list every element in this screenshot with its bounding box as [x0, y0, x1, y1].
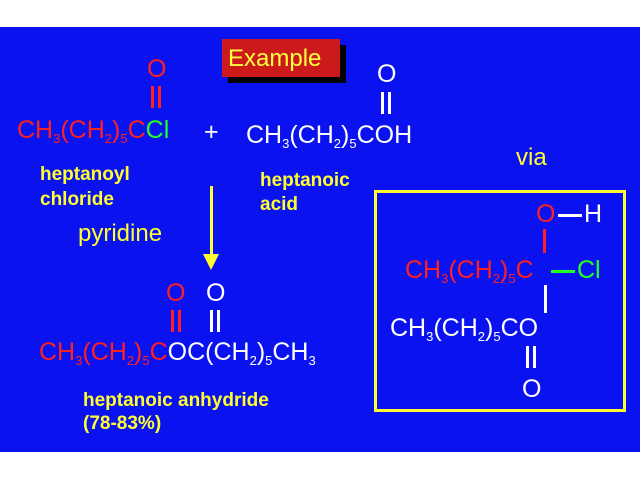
plus-sign: + — [204, 118, 219, 146]
product-carbonyl-oxygen-1: O — [166, 279, 186, 307]
reactant2-carbonyl-oxygen: O — [377, 60, 397, 88]
intermediate-ccl-bond — [551, 270, 575, 273]
product-double-bond-2 — [210, 310, 220, 332]
reagent-pyridine: pyridine — [78, 220, 163, 247]
intermediate-double-bond — [526, 346, 536, 368]
reactant1-carbonyl-oxygen: O — [147, 55, 167, 83]
intermediate-hydroxyl-oxygen: O — [536, 200, 556, 228]
intermediate-co-bond — [543, 229, 546, 253]
product-double-bond-1 — [171, 310, 181, 332]
reactant1-double-bond — [151, 86, 161, 108]
product-name-line1: heptanoic anhydride — [83, 390, 269, 411]
intermediate-row1-formula: CH3(CH2)5C — [405, 256, 534, 286]
intermediate-hydroxyl-hydrogen: H — [584, 200, 603, 228]
via-label: via — [516, 144, 547, 171]
reactant1-name-line2: chloride — [40, 189, 114, 210]
product-formula: CH3(CH2)5COC(CH2)5CH3 — [39, 338, 316, 368]
reactant2-formula: CH3(CH2)5COH — [246, 121, 413, 151]
reactant2-name-line2: acid — [260, 194, 299, 215]
product-carbonyl-oxygen-2: O — [206, 279, 226, 307]
intermediate-oh-bond — [558, 214, 582, 217]
intermediate-carbonyl-oxygen: O — [522, 375, 542, 403]
reactant2-double-bond — [381, 92, 391, 114]
product-name-line2: (78-83%) — [83, 413, 162, 434]
reaction-arrow-shaft — [210, 186, 213, 256]
intermediate-co-link-bond — [544, 285, 547, 313]
intermediate-chlorine: Cl — [577, 256, 601, 284]
reaction-arrow-head — [203, 254, 219, 270]
intermediate-row2-formula: CH3(CH2)5CO — [390, 314, 539, 344]
example-title-badge: Example — [222, 39, 340, 77]
slide-background — [0, 27, 640, 452]
reactant2-name-line1: heptanoic — [260, 170, 350, 191]
intermediate-box — [374, 190, 626, 412]
example-title: Example — [228, 45, 322, 72]
reactant1-formula: CH3(CH2)5CCl — [17, 116, 170, 146]
reactant1-name-line1: heptanoyl — [40, 164, 130, 185]
